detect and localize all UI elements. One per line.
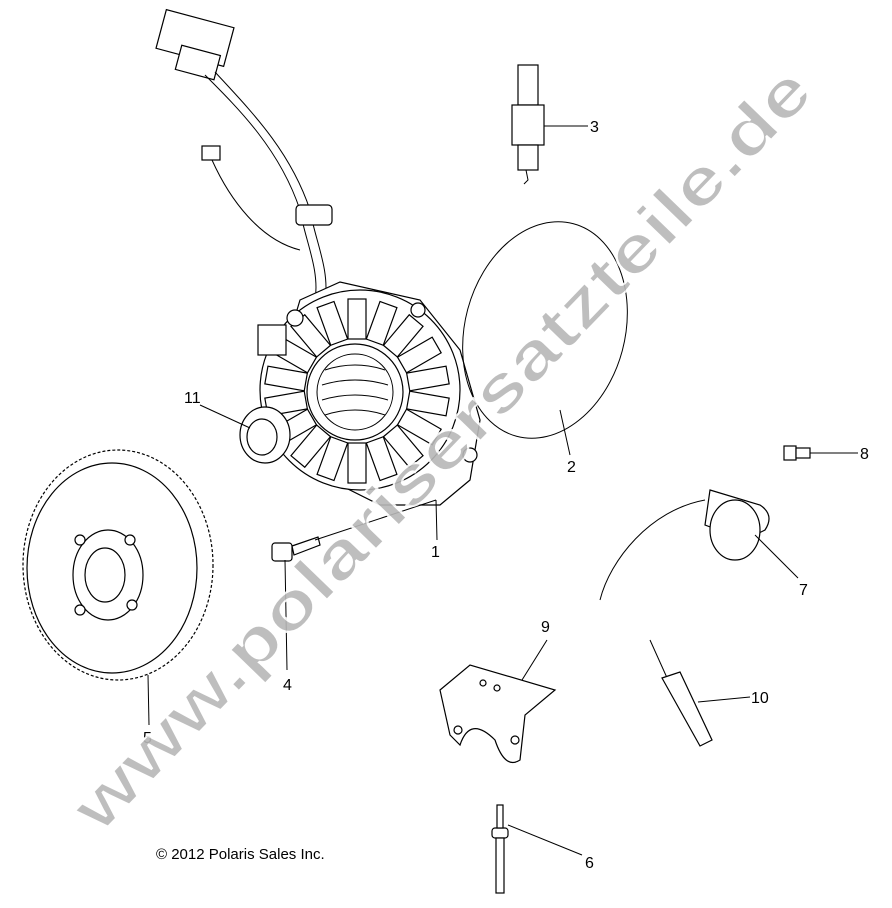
stator-pole [396, 408, 442, 446]
callout-10: 10 [751, 690, 769, 707]
stator-pole [316, 300, 349, 346]
stator-pole [405, 390, 450, 417]
callout-9: 9 [541, 619, 550, 636]
stator-pole [290, 424, 332, 469]
gasket [462, 221, 628, 439]
callout-3: 3 [590, 119, 599, 136]
stator-poles [264, 298, 450, 484]
stator [257, 281, 481, 506]
temperature-sensor [649, 639, 713, 747]
leader-lines [147, 125, 858, 856]
callout-5: 5 [143, 730, 152, 747]
stator-pole [347, 442, 367, 484]
stator-pole [365, 436, 398, 482]
stator-pole [382, 424, 424, 469]
copyright-notice: © 2012 Polaris Sales Inc. [156, 846, 325, 863]
stator-pole [396, 336, 442, 374]
callout-2: 2 [567, 459, 576, 476]
callout-8: 8 [860, 446, 869, 463]
callout-6: 6 [585, 855, 594, 872]
callout-1: 1 [431, 544, 440, 561]
watermark: www.polarisersatzteile.de [56, 52, 826, 845]
flywheel [22, 449, 214, 681]
spark-plug [511, 64, 545, 185]
stator-pole [347, 298, 367, 340]
stator-connector [155, 8, 333, 301]
screw [783, 445, 811, 461]
stator-pole [365, 300, 398, 346]
stator-pole [382, 313, 424, 358]
bolt [271, 536, 321, 562]
sensor [599, 489, 770, 601]
stator-pole [264, 365, 309, 392]
rivet [491, 804, 509, 894]
callout-7: 7 [799, 582, 808, 599]
callout-11: 11 [184, 390, 201, 407]
stator-pole [405, 365, 450, 392]
stator-pole [316, 436, 349, 482]
bracket [439, 664, 557, 764]
callout-4: 4 [283, 677, 292, 694]
oil-seal [239, 406, 291, 464]
